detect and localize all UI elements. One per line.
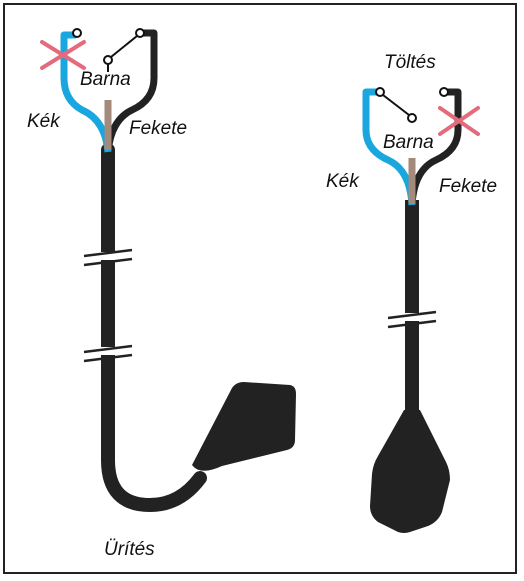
left-switch-contact-icon <box>72 28 145 72</box>
diagram-frame <box>3 3 517 574</box>
right-float-body <box>370 410 450 533</box>
right-brown-label: Barna <box>383 132 434 153</box>
right-blue-label: Kék <box>326 171 360 192</box>
left-blue-wire <box>60 31 112 153</box>
right-mode-label: Töltés <box>384 52 436 73</box>
right-cross-icon <box>438 106 480 136</box>
left-black-wire <box>104 29 158 153</box>
left-cable-break <box>83 248 133 363</box>
right-cable-break <box>387 310 437 329</box>
right-float-switch: Töltés Barna Kék Fekete <box>326 52 497 533</box>
left-float-body <box>192 382 296 471</box>
left-brown-label: Barna <box>80 69 131 90</box>
right-switch-contact-icon <box>375 87 449 123</box>
left-blue-label: Kék <box>27 111 61 132</box>
right-black-wire <box>408 88 462 206</box>
right-blue-wire <box>362 88 416 206</box>
left-float-switch: Barna Kék Fekete Ürítés <box>27 28 296 560</box>
left-mode-label: Ürítés <box>104 539 155 560</box>
left-black-label: Fekete <box>129 118 187 139</box>
right-black-label: Fekete <box>439 176 497 197</box>
left-main-cable <box>101 143 207 513</box>
left-cross-icon <box>40 40 86 70</box>
